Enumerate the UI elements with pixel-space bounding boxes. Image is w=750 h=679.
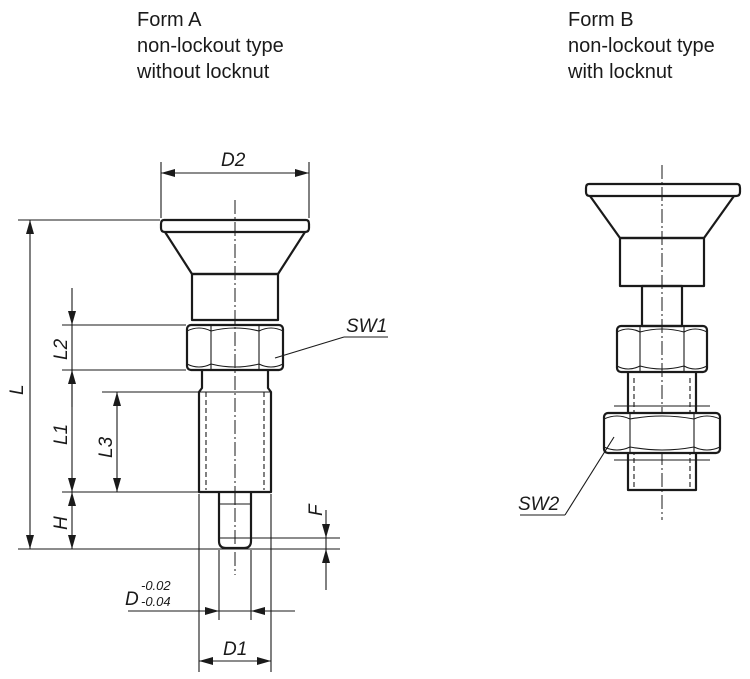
form-b-knob-top: [584, 182, 742, 198]
dim-h-label: H: [51, 516, 72, 530]
dim-sw1-label: SW1: [346, 316, 387, 337]
dim-l-label: L: [7, 384, 28, 395]
dim-d-tol-upper: -0.02: [141, 578, 171, 593]
form-b-drawing: SW2: [518, 165, 742, 520]
dim-d-tol-lower: -0.04: [141, 594, 171, 609]
form-b-locknut-sw2: [602, 411, 722, 455]
dim-l2-label: L2: [51, 338, 72, 360]
form-a-caption: Form A non-lockout type without locknut: [137, 7, 284, 85]
dim-d1-label: D1: [223, 639, 247, 660]
form-b-title: Form B: [568, 9, 634, 31]
dim-sw2-label: SW2: [518, 494, 560, 515]
form-b-caption: Form B non-lockout type with locknut: [568, 7, 715, 85]
form-a-hex-sw1: [185, 323, 285, 372]
form-b-locknut: with locknut: [568, 61, 673, 83]
dim-d-label: D: [125, 589, 139, 610]
form-a-type: non-lockout type: [137, 35, 284, 57]
dim-l1-label: L1: [51, 424, 72, 445]
form-a-title: Form A: [137, 9, 202, 31]
form-a-drawing: D2 L L2 L1 L3 H: [7, 150, 388, 672]
dim-d2-label: D2: [221, 150, 246, 171]
form-b-hex-body: [615, 324, 709, 374]
dim-l3-label: L3: [96, 436, 117, 458]
form-a-locknut: without locknut: [137, 61, 270, 83]
form-b-type: non-lockout type: [568, 35, 715, 57]
form-a-pin: [217, 492, 253, 550]
dim-f-label: F: [306, 503, 327, 516]
